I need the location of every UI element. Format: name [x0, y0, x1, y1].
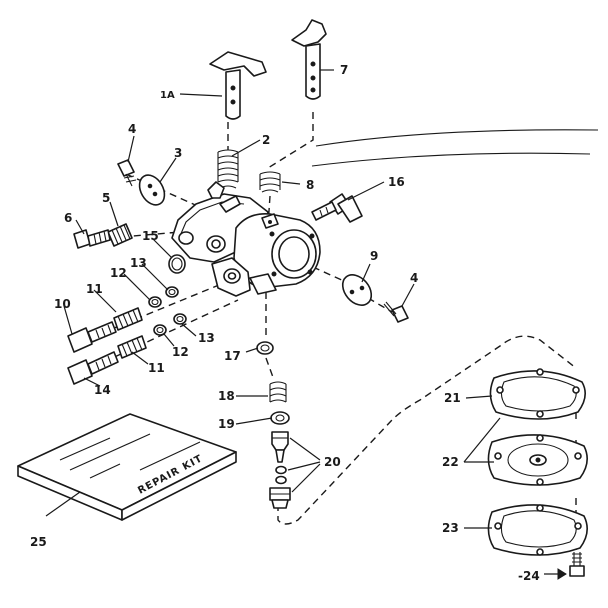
label-14: 14 — [94, 383, 111, 397]
label-6: 6 — [64, 211, 72, 225]
label-1a: 1A — [160, 90, 175, 101]
needle-seat-20 — [269, 487, 291, 509]
label-9: 9 — [370, 249, 378, 263]
label-20: 20 — [324, 455, 341, 469]
label-17: 17 — [224, 349, 241, 363]
label-5: 5 — [102, 191, 110, 205]
choke-plate-9 — [341, 274, 373, 306]
label-2: 2 — [262, 133, 270, 147]
label-23: 23 — [442, 521, 459, 535]
inlet-needle-20 — [271, 431, 289, 463]
label-10: 10 — [54, 297, 71, 311]
repair-kit-25: REPAIR KIT — [17, 413, 237, 521]
washer-19 — [270, 411, 290, 425]
label-4-right: 4 — [410, 271, 418, 285]
callout-labels: 1A 7 2 3 4 5 6 8 16 15 13 12 11 10 13 12… — [30, 63, 540, 583]
cover-23 — [487, 504, 588, 556]
label-7: 7 — [340, 63, 348, 77]
label-15: 15 — [142, 229, 159, 243]
spring-11-lower — [117, 335, 147, 359]
label-11-upper: 11 — [86, 282, 103, 296]
o-ring-13-upper — [165, 286, 179, 298]
carburetor-body — [171, 181, 321, 297]
label-3: 3 — [174, 146, 182, 160]
spring-5 — [107, 223, 133, 247]
choke-shaft-7 — [291, 19, 327, 100]
label-19: 19 — [218, 417, 235, 431]
spring-2 — [217, 149, 239, 189]
fuel-fitting-16 — [311, 193, 363, 223]
gasket-21 — [489, 368, 586, 420]
screw-4-left — [117, 159, 137, 187]
screw-24 — [569, 552, 585, 577]
washer-20a — [275, 465, 287, 475]
washer-12-lower — [153, 324, 167, 336]
throttle-plate-3 — [138, 174, 166, 206]
label-13-lower: 13 — [198, 331, 215, 345]
label-12-lower: 12 — [172, 345, 189, 359]
diaphragm-22 — [487, 434, 588, 486]
washer-20b — [275, 475, 287, 485]
label-18: 18 — [218, 389, 235, 403]
label-25: 25 — [30, 535, 47, 549]
idle-screw-6 — [73, 229, 111, 249]
label-21: 21 — [444, 391, 461, 405]
label-13-upper: 13 — [130, 256, 147, 270]
needle-10 — [67, 321, 117, 353]
label-4-left: 4 — [128, 122, 136, 136]
spring-11-upper — [113, 307, 143, 331]
o-ring-13-lower — [173, 313, 187, 325]
label-8: 8 — [306, 178, 314, 192]
welch-plug-15 — [168, 254, 186, 274]
leader-lines — [45, 69, 567, 580]
label-24: -24 — [518, 569, 540, 583]
background-lines — [311, 129, 599, 167]
screw-4-right — [383, 301, 409, 323]
needle-14 — [67, 351, 119, 385]
label-16: 16 — [388, 175, 405, 189]
spring-8 — [259, 171, 281, 193]
label-11-lower: 11 — [148, 361, 165, 375]
washer-12-upper — [148, 296, 162, 308]
spring-18 — [269, 381, 287, 403]
throttle-shaft-1a — [209, 51, 267, 120]
plug-17 — [256, 341, 274, 355]
label-12-upper: 12 — [110, 266, 127, 280]
label-22: 22 — [442, 455, 459, 469]
